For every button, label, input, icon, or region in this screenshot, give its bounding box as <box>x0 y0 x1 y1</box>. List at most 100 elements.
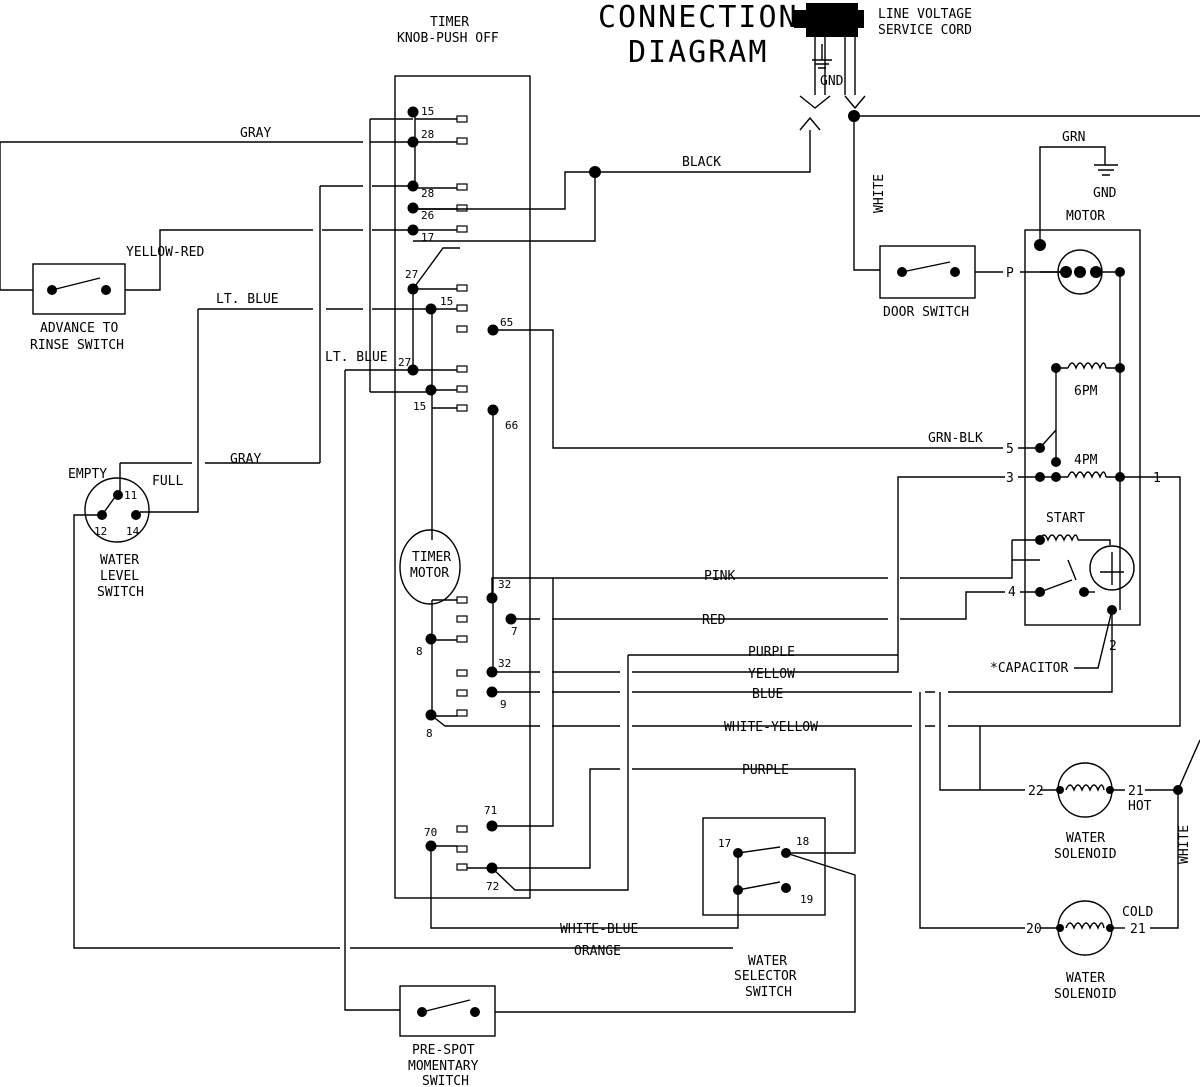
wire-label-purple-1: PURPLE <box>748 645 795 660</box>
svg-text:18: 18 <box>796 835 809 848</box>
svg-text:SOLENOID: SOLENOID <box>1054 987 1117 1002</box>
svg-text:15: 15 <box>440 295 453 308</box>
svg-text:7: 7 <box>511 625 518 638</box>
svg-text:9: 9 <box>500 698 507 711</box>
svg-text:15: 15 <box>413 400 426 413</box>
motor-label: MOTOR <box>1066 209 1105 224</box>
motor-ground-wire <box>1039 146 1118 245</box>
svg-text:ADVANCE TO: ADVANCE TO <box>40 321 118 336</box>
motor-terminal-1: 1 <box>1153 471 1161 486</box>
wire-label-gray-2: GRAY <box>230 452 261 467</box>
wire-white-1 <box>853 115 1200 271</box>
wire-white-2 <box>1150 790 1179 929</box>
wire-hot-solenoid-22 <box>939 692 1060 791</box>
svg-text:17: 17 <box>718 837 731 850</box>
svg-text:28: 28 <box>421 187 434 200</box>
svg-text:MOTOR: MOTOR <box>410 566 449 581</box>
svg-text:6PM: 6PM <box>1074 384 1098 399</box>
svg-text:65: 65 <box>500 316 513 329</box>
timer-title-line2: KNOB-PUSH OFF <box>397 31 499 46</box>
timer-box <box>394 75 531 899</box>
wire-orange <box>73 514 733 949</box>
cord-label-line2: SERVICE CORD <box>878 23 972 38</box>
svg-text:32: 32 <box>498 578 511 591</box>
svg-text:PRE-SPOT: PRE-SPOT <box>412 1043 475 1058</box>
wire-label-white-blue: WHITE-BLUE <box>560 922 638 937</box>
svg-text:11: 11 <box>124 489 137 502</box>
svg-text:EMPTY: EMPTY <box>68 467 107 482</box>
svg-text:RINSE SWITCH: RINSE SWITCH <box>30 338 124 353</box>
wire-label-gnd: GND <box>1093 186 1117 201</box>
wire-cold-solenoid-20 <box>919 692 1060 929</box>
wire-label-black: BLACK <box>682 155 721 170</box>
svg-text:SWITCH: SWITCH <box>97 585 144 600</box>
wire-purple-2 <box>492 768 856 869</box>
svg-text:WATER: WATER <box>1066 971 1105 986</box>
wire-label-purple-2: PURPLE <box>742 763 789 778</box>
timer-terminal-labels: 15 28 28 26 17 27 15 65 27 15 66 32 7 8 … <box>398 105 518 893</box>
motor-box <box>1024 229 1141 626</box>
wire-selector-to-prespot <box>495 852 856 1013</box>
cold-water-solenoid: 20 21 COLD WATER SOLENOID <box>1026 900 1153 1002</box>
capacitor-label: *CAPACITOR <box>990 661 1068 676</box>
wire-pink <box>491 560 1013 598</box>
svg-text:WATER: WATER <box>100 553 139 568</box>
wire-label-grn-blk: GRN-BLK <box>928 431 983 446</box>
wire-lt-blue-2 <box>344 369 413 1011</box>
svg-text:LEVEL: LEVEL <box>100 569 139 584</box>
wire-label-gray-1: GRAY <box>240 126 271 141</box>
motor-terminal-5: 5 <box>1006 442 1014 457</box>
timer-title-line1: TIMER <box>430 15 469 30</box>
svg-text:26: 26 <box>421 209 434 222</box>
wire-label-white-yellow: WHITE-YELLOW <box>724 720 818 735</box>
wire-black <box>413 130 811 242</box>
wire-label-yellow: YELLOW <box>748 667 795 682</box>
svg-text:SWITCH: SWITCH <box>422 1074 469 1087</box>
service-cord-plug <box>794 3 866 131</box>
svg-text:15: 15 <box>421 105 434 118</box>
svg-text:MOMENTARY: MOMENTARY <box>408 1059 479 1074</box>
cord-gnd-label: GND <box>820 74 844 89</box>
wire-label-blue: BLUE <box>752 687 783 702</box>
wire-label-white-1: WHITE <box>872 174 887 213</box>
motor-terminal-2: 2 <box>1109 639 1117 654</box>
door-switch: DOOR SWITCH <box>879 245 976 320</box>
wire-label-orange: ORANGE <box>574 944 621 959</box>
svg-text:21: 21 <box>1128 784 1144 799</box>
timer-internal-bus-3 <box>431 599 457 717</box>
timer-terminal-blocks <box>456 115 468 871</box>
wire-label-white-2: WHITE <box>1177 825 1192 864</box>
pre-spot-momentary-switch: PRE-SPOT MOMENTARY SWITCH <box>399 985 496 1087</box>
svg-text:FULL: FULL <box>152 474 183 489</box>
wire-label-lt-blue-1: LT. BLUE <box>216 292 279 307</box>
svg-text:START: START <box>1046 511 1085 526</box>
diagram-title-line2: DIAGRAM <box>628 35 768 70</box>
svg-text:COLD: COLD <box>1122 905 1153 920</box>
svg-text:70: 70 <box>424 826 437 839</box>
svg-text:8: 8 <box>416 645 423 658</box>
wire-yellow-red <box>125 229 413 291</box>
svg-text:SOLENOID: SOLENOID <box>1054 847 1117 862</box>
svg-text:4PM: 4PM <box>1074 453 1098 468</box>
wire-label-lt-blue-2: LT. BLUE <box>325 350 388 365</box>
cord-label-line1: LINE VOLTAGE <box>878 7 972 22</box>
wire-timer-15-bus <box>369 118 431 393</box>
svg-text:14: 14 <box>126 525 140 538</box>
motor-terminal-3: 3 <box>1006 471 1014 486</box>
motor-terminal-p: P <box>1006 266 1014 281</box>
wire-blue <box>492 610 1113 693</box>
wire-gray-1 <box>0 141 413 291</box>
timer-internal-bus-2 <box>412 288 457 540</box>
wire-lt-blue-1 <box>140 308 431 513</box>
svg-text:12: 12 <box>94 525 107 538</box>
svg-text:21: 21 <box>1130 922 1146 937</box>
svg-text:8: 8 <box>426 727 433 740</box>
wire-label-grn: GRN <box>1062 130 1085 145</box>
svg-text:WATER: WATER <box>748 954 787 969</box>
timer-motor: TIMER MOTOR <box>399 529 461 605</box>
wire-white-blue <box>430 846 739 929</box>
water-level-switch: 11 12 14 EMPTY FULL WATER LEVEL SWITCH <box>68 467 183 600</box>
svg-text:72: 72 <box>486 880 499 893</box>
